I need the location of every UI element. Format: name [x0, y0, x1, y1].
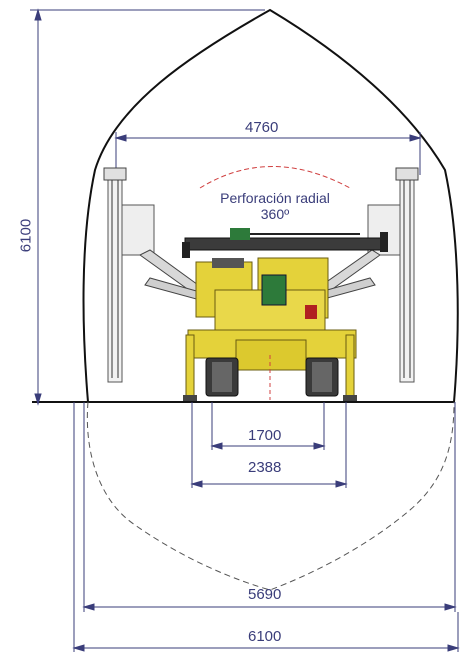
tracks: [205, 357, 339, 397]
section-width-label: 5690: [248, 586, 282, 603]
top-feed-beam: [182, 228, 388, 258]
total-width-label: 6100: [248, 628, 282, 645]
boom-span-label: 4760: [245, 119, 279, 136]
caption-line-2: 360º: [260, 206, 290, 223]
outriggers: [183, 334, 357, 401]
caption-line-1: Perforación radial: [220, 190, 330, 206]
section-width-dimension: [82, 603, 457, 611]
track-outer-dimension: [190, 480, 348, 488]
radial-drilling-caption: Perforación radial 360º: [190, 190, 360, 222]
dashed-mirror-profile: [86, 401, 455, 591]
carrier-body: [187, 257, 357, 371]
radial-drilling-arc: [199, 166, 351, 189]
tunnel-profile: [82, 8, 459, 403]
track-outer-label: 2388: [248, 459, 282, 476]
boom-span-dimension: [114, 132, 422, 175]
total-width-dimension: [72, 644, 460, 652]
height-dimension-label: 6100: [17, 218, 35, 253]
track-inner-label: 1700: [248, 427, 282, 444]
extension-lines: [73, 402, 459, 652]
track-inner-dimension: [210, 442, 326, 450]
height-dimension: [30, 8, 265, 406]
left-drill-boom: [103, 167, 206, 383]
